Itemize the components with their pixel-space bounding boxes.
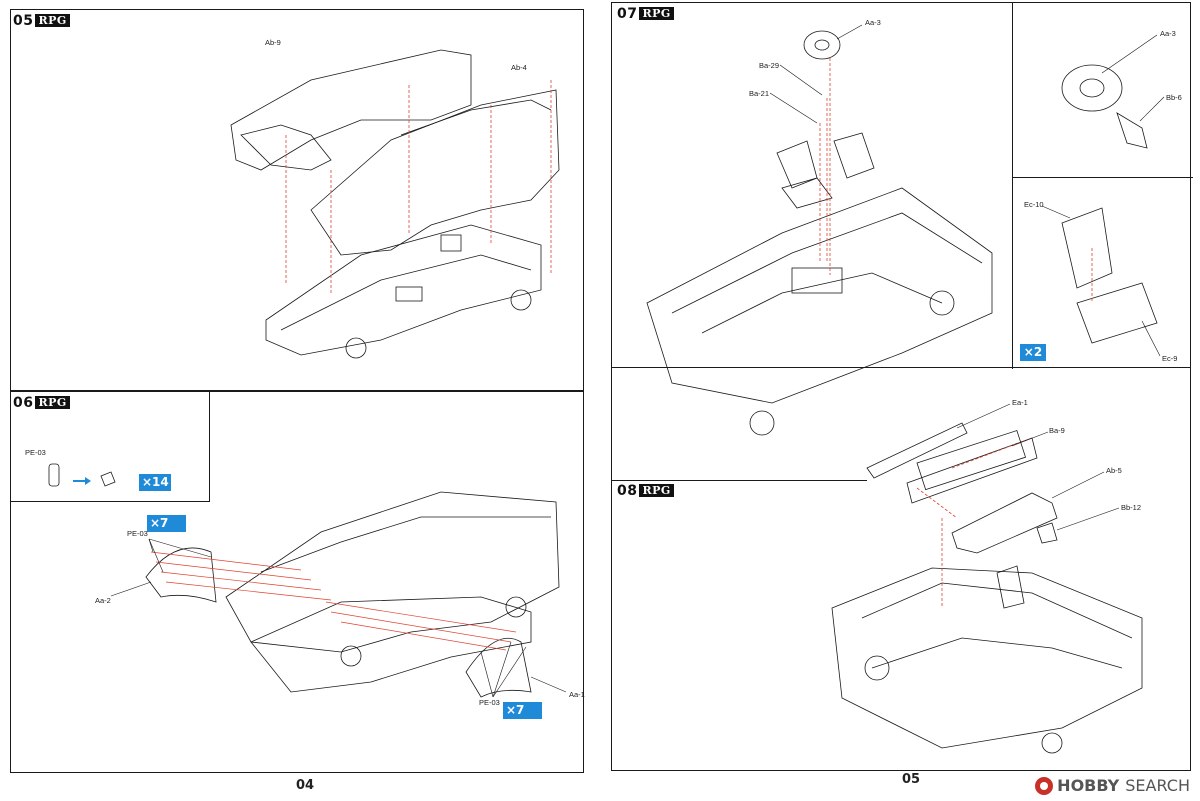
windshield-ba9 bbox=[906, 437, 1038, 504]
inset-part-label-pe03: PE-03 bbox=[25, 448, 46, 457]
inset-label-aa3: Aa-3 bbox=[1160, 29, 1176, 38]
step-06-inset bbox=[10, 391, 210, 502]
glue-icon bbox=[169, 515, 186, 532]
inset-seat-backrest bbox=[1061, 207, 1113, 289]
step-08-drawing bbox=[831, 403, 1143, 754]
hull-side-panel-ab4 bbox=[310, 89, 560, 256]
qty-badge-top: ×7 bbox=[147, 515, 171, 532]
chassis-frame bbox=[265, 224, 542, 356]
assembly-arrows bbox=[819, 58, 831, 275]
page-right: 07 RPG Aa-3 Ba-29 Ba-21 Aa-3 Bb-6 Ec-10 … bbox=[600, 0, 1200, 801]
inset-drawing bbox=[48, 463, 116, 487]
pe-part-flat bbox=[48, 463, 60, 487]
wheel bbox=[864, 655, 890, 681]
part-label-aa1: Aa-1 bbox=[569, 690, 585, 699]
inset-seat-cushion bbox=[1076, 282, 1158, 344]
dashboard-ab5 bbox=[951, 492, 1058, 554]
steering-wheel-aa3 bbox=[803, 30, 841, 60]
assembly-arrows bbox=[916, 437, 1033, 608]
part-label-ab5: Ab-5 bbox=[1106, 466, 1122, 475]
qty-badge-bottom: ×7 bbox=[503, 702, 527, 719]
wheel bbox=[340, 645, 362, 667]
brand-logo: RPG bbox=[639, 7, 674, 20]
wheel bbox=[929, 290, 955, 316]
inset-steering-wheel bbox=[1012, 2, 1193, 178]
inset-seat bbox=[1012, 177, 1193, 369]
page-number-left: 04 bbox=[296, 778, 315, 793]
inset-label-ec10: Ec-10 bbox=[1024, 200, 1044, 209]
step-08-number: 08 bbox=[617, 482, 638, 499]
part-label-ab9: Ab-9 bbox=[265, 38, 281, 47]
part-label-ea1: Ea-1 bbox=[1012, 398, 1028, 407]
hobby-search-logo-icon bbox=[1035, 776, 1054, 795]
chassis-frame bbox=[250, 596, 532, 693]
brand-logo: RPG bbox=[35, 14, 70, 27]
hull-side bbox=[225, 491, 560, 653]
seat bbox=[996, 565, 1025, 609]
step-07-drawing bbox=[646, 24, 1165, 436]
vehicle-interior bbox=[646, 187, 993, 404]
step-07-header: 07 RPG bbox=[617, 5, 674, 22]
qty-badge-inset: ×14 bbox=[139, 474, 171, 491]
hull-side-panel-ab9 bbox=[230, 49, 472, 171]
assembly-arrows bbox=[285, 80, 552, 295]
fender-flare-aa2 bbox=[145, 547, 217, 603]
part-label-pe03-bottom: PE-03 bbox=[479, 698, 500, 707]
step-07-frame: 07 RPG Aa-3 Ba-29 Ba-21 Aa-3 Bb-6 Ec-10 … bbox=[611, 2, 1193, 436]
panel-bb12 bbox=[1036, 522, 1058, 544]
step-06-number: 06 bbox=[13, 394, 34, 411]
step-06-frame: 06 RPG PE-03 ×14 PE-03 Aa-2 PE-03 Aa-1 ×… bbox=[10, 391, 585, 773]
step-05-number: 05 bbox=[13, 12, 34, 29]
part-label-aa2: Aa-2 bbox=[95, 596, 111, 605]
step-05-header: 05 RPG bbox=[13, 12, 70, 29]
windshield-frame-ea1 bbox=[866, 422, 968, 479]
glue-icon bbox=[525, 702, 542, 719]
step-06-drawing bbox=[110, 491, 567, 698]
bend-arrow-icon bbox=[73, 477, 91, 485]
part-label-bb12: Bb-12 bbox=[1121, 503, 1142, 512]
step-08-header: 08 RPG bbox=[617, 482, 674, 499]
watermark-suffix: SEARCH bbox=[1125, 776, 1190, 795]
vehicle-interior bbox=[831, 567, 1143, 749]
part-label-pe03-top: PE-03 bbox=[127, 529, 148, 538]
brand-logo: RPG bbox=[35, 396, 70, 409]
brand-logo: RPG bbox=[639, 484, 674, 497]
step-06-header: 06 RPG bbox=[13, 394, 70, 411]
part-label-ba21: Ba-21 bbox=[749, 89, 770, 98]
part-label-ba29: Ba-29 bbox=[759, 61, 780, 70]
page-number-right: 05 bbox=[902, 772, 921, 787]
step-07-number: 07 bbox=[617, 5, 638, 22]
part-label-ab4: Ab-4 bbox=[511, 63, 527, 72]
step-08-divider bbox=[612, 480, 867, 481]
page-left: 05 RPG Ab-9 Ab-4 bbox=[10, 9, 585, 793]
wheel bbox=[345, 337, 367, 359]
watermark-brand: HOBBY bbox=[1057, 776, 1120, 795]
hobby-search-watermark: HOBBY SEARCH bbox=[1035, 776, 1190, 795]
seat-right bbox=[833, 132, 875, 179]
step-05-drawing bbox=[230, 49, 560, 359]
fender-flare-aa1 bbox=[465, 637, 532, 698]
inset-label-ec9: Ec-9 bbox=[1162, 354, 1178, 363]
assembly-arrows bbox=[150, 551, 517, 651]
pe-part-bent bbox=[100, 471, 116, 487]
qty-badge-seats: ×2 bbox=[1020, 344, 1046, 361]
inset-label-bb6: Bb-6 bbox=[1166, 93, 1182, 102]
part-label-ba9: Ba-9 bbox=[1049, 426, 1065, 435]
step-05-frame: 05 RPG Ab-9 Ab-4 bbox=[10, 9, 584, 391]
seat-left bbox=[776, 140, 818, 189]
step-08-frame: 08 RPG Ea-1 Ba-9 Ab-5 Bb-12 bbox=[611, 368, 1191, 771]
inset-wheel-drawing bbox=[1061, 64, 1123, 112]
part-label-aa3: Aa-3 bbox=[865, 18, 881, 27]
